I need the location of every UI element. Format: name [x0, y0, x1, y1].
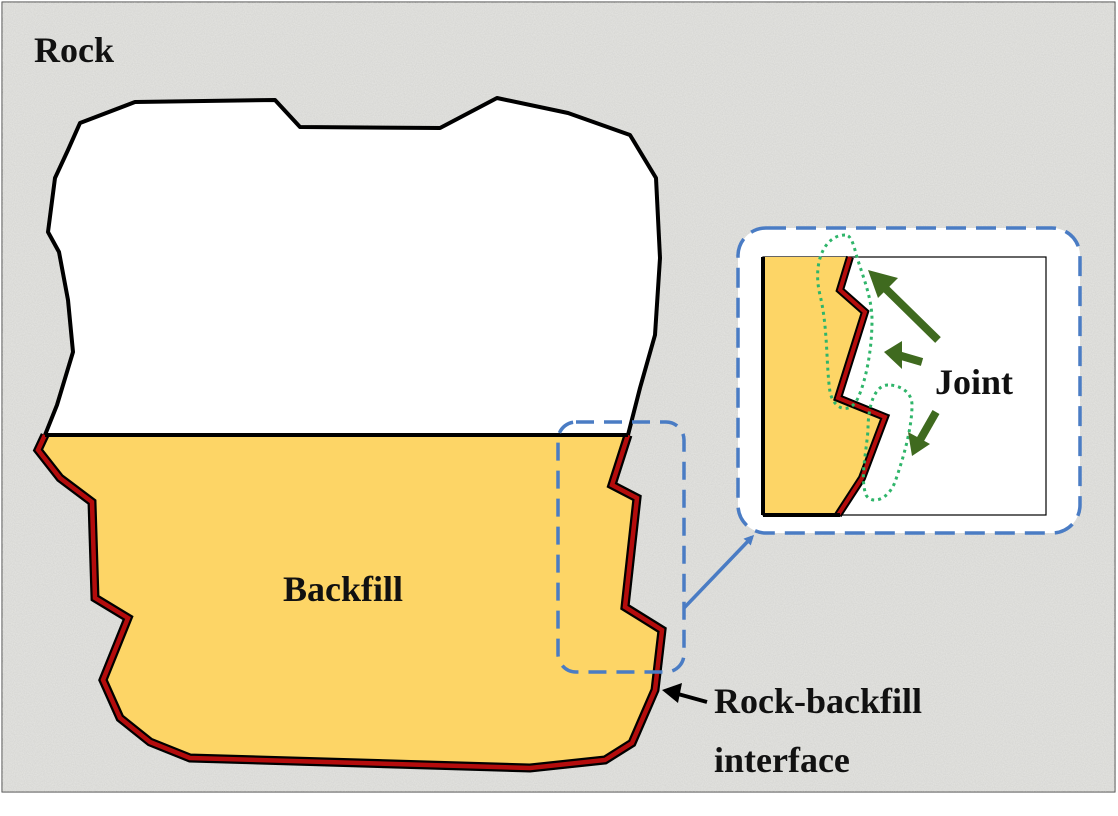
backfill-body [38, 435, 662, 768]
joint-marker-lower [861, 383, 914, 502]
zoom-arrow [682, 534, 755, 610]
interface-label-line2: interface [714, 740, 850, 780]
zoom-region-box [556, 420, 686, 674]
interface-red-overlay [35, 434, 665, 771]
rock-label: Rock [34, 30, 114, 70]
backfill-label: Backfill [283, 569, 403, 609]
joint-label: Joint [935, 362, 1013, 402]
interface-pointer-arrow [662, 683, 708, 704]
joint-marker-upper [816, 233, 874, 410]
stope-void [43, 96, 662, 437]
joint-arrows [868, 270, 941, 456]
interface-label-line1: Rock-backfill [714, 681, 922, 721]
joint-zoom-inset [736, 226, 1082, 535]
